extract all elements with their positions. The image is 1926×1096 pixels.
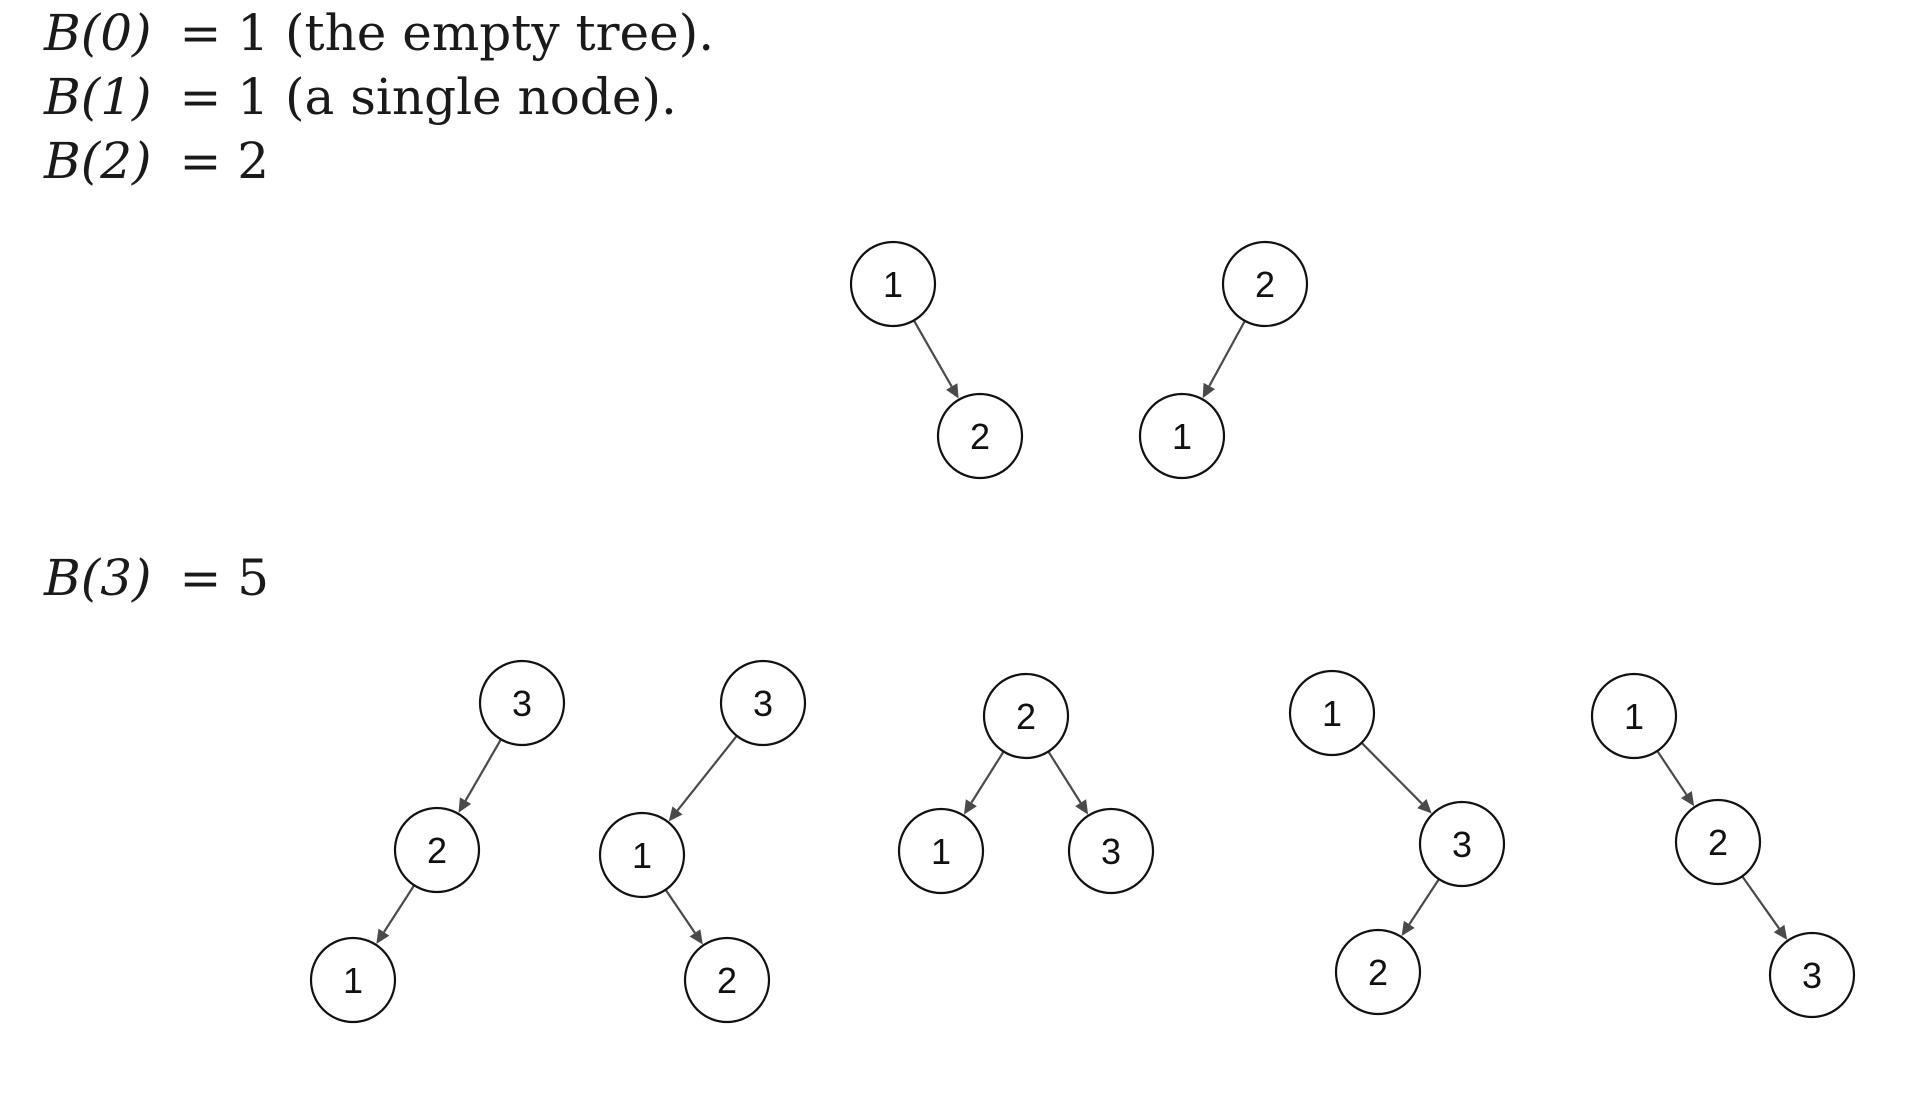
n3-tree-2-node-1 — [897, 807, 985, 895]
n3-tree-4-node-0 — [1590, 672, 1678, 760]
n3-tree-2-arrowhead-1 — [1075, 799, 1089, 815]
n3-tree-4-node-2-label: 3 — [1802, 955, 1822, 996]
n3-tree-4-edge-1 — [1741, 875, 1780, 930]
formula-b1-lhs: B(1) — [43, 68, 152, 126]
n3-tree-3-node-0 — [1288, 669, 1376, 757]
n3-tree-2-edge-1 — [1047, 750, 1082, 804]
n3-tree-4-node-2 — [1768, 931, 1856, 1019]
n2-tree-1-edge-0 — [1208, 320, 1246, 387]
n2-tree-1-node-0-label: 2 — [1255, 264, 1275, 305]
n2-tree-1-node-1-label: 1 — [1172, 416, 1192, 457]
n3-tree-3-arrowhead-1 — [1401, 920, 1415, 937]
n3-tree-4-node-1-label: 2 — [1708, 822, 1728, 863]
n3-tree-3-node-1 — [1418, 800, 1506, 888]
n3-tree-4-node-0-label: 1 — [1624, 696, 1644, 737]
n3-tree-4-node-1 — [1674, 798, 1762, 886]
n3-tree-3-arrowhead-0 — [1417, 798, 1432, 814]
n3-tree-0-node-2 — [309, 936, 397, 1024]
n3-tree-2-node-2-label: 3 — [1101, 831, 1121, 872]
edges-layer — [376, 319, 1788, 945]
n3-tree-3-node-0-label: 1 — [1322, 693, 1342, 734]
n3-tree-1-node-0 — [719, 659, 807, 747]
n3-tree-1-node-2 — [683, 936, 771, 1024]
n3-tree-0-node-0-label: 3 — [512, 683, 532, 724]
formula-b1: B(1) = 1 (a single node). — [43, 68, 677, 126]
n3-tree-4-arrowhead-0 — [1680, 790, 1695, 807]
n3-tree-0-node-1 — [393, 806, 481, 894]
n3-tree-2-node-2 — [1067, 807, 1155, 895]
formula-b3-rhs: = 5 — [179, 549, 269, 607]
n3-tree-0-edge-1 — [383, 884, 416, 933]
n2-tree-1-node-0 — [1221, 240, 1309, 328]
n3-tree-2-edge-0 — [970, 750, 1005, 804]
formula-b1-rhs: = 1 — [179, 68, 269, 126]
formula-b3: B(3) = 5 — [43, 549, 269, 607]
n3-tree-2-arrowhead-0 — [963, 799, 977, 815]
formula-b2-lhs: B(2) — [43, 132, 152, 190]
formula-b1-note: (a single node). — [285, 68, 677, 126]
n2-tree-0-node-0 — [849, 240, 937, 328]
n3-tree-0-node-0 — [478, 659, 566, 747]
formula-b2: B(2) = 2 — [43, 132, 269, 190]
n3-tree-0-arrowhead-0 — [458, 797, 472, 813]
n3-tree-1-node-0-label: 3 — [753, 683, 773, 724]
formula-b0-note: (the empty tree). — [285, 4, 714, 62]
n3-tree-2-node-1-label: 1 — [931, 831, 951, 872]
n2-tree-1-arrowhead-0 — [1202, 382, 1216, 399]
formula-b0-rhs: = 1 — [179, 4, 269, 62]
n2-tree-1-node-1 — [1138, 392, 1226, 480]
n2-tree-0-node-1 — [936, 392, 1024, 480]
n3-tree-1-arrowhead-1 — [689, 929, 703, 945]
n3-tree-4-edge-0 — [1656, 750, 1688, 796]
n3-tree-0-edge-0 — [464, 738, 502, 802]
formula-b0: B(0) = 1 (the empty tree). — [43, 4, 714, 62]
n3-tree-1-node-1 — [598, 811, 686, 899]
n3-tree-2-node-0 — [982, 672, 1070, 760]
n3-tree-3-edge-0 — [1360, 742, 1423, 805]
n3-tree-2-node-0-label: 2 — [1016, 696, 1036, 737]
n3-tree-4-arrowhead-1 — [1773, 924, 1788, 940]
n2-tree-0-edge-0 — [912, 319, 953, 388]
n3-tree-3-node-2 — [1334, 928, 1422, 1016]
n3-tree-1-edge-1 — [664, 889, 696, 934]
n3-tree-0-arrowhead-1 — [376, 928, 390, 944]
n3-tree-3-node-2-label: 2 — [1368, 952, 1388, 993]
n3-tree-3-edge-1 — [1408, 878, 1440, 925]
formula-b0-lhs: B(0) — [43, 4, 152, 62]
n3-tree-1-edge-0 — [676, 735, 738, 812]
n3-tree-0-node-2-label: 1 — [343, 960, 363, 1001]
n3-tree-0-node-1-label: 2 — [427, 830, 447, 871]
n2-tree-0-arrowhead-0 — [946, 383, 959, 399]
n3-tree-1-node-2-label: 2 — [717, 960, 737, 1001]
formula-b3-lhs: B(3) — [43, 549, 152, 607]
nodes-layer: 1 2 2 1 3 2 1 3 1 2 2 1 3 1 3 2 1 2 3 — [309, 240, 1856, 1024]
n2-tree-0-node-0-label: 1 — [883, 264, 903, 305]
formula-b2-rhs: = 2 — [179, 132, 269, 190]
n2-tree-0-node-1-label: 2 — [970, 416, 990, 457]
n3-tree-3-node-1-label: 3 — [1452, 824, 1472, 865]
n3-tree-1-arrowhead-0 — [668, 806, 683, 822]
n3-tree-1-node-1-label: 1 — [632, 835, 652, 876]
